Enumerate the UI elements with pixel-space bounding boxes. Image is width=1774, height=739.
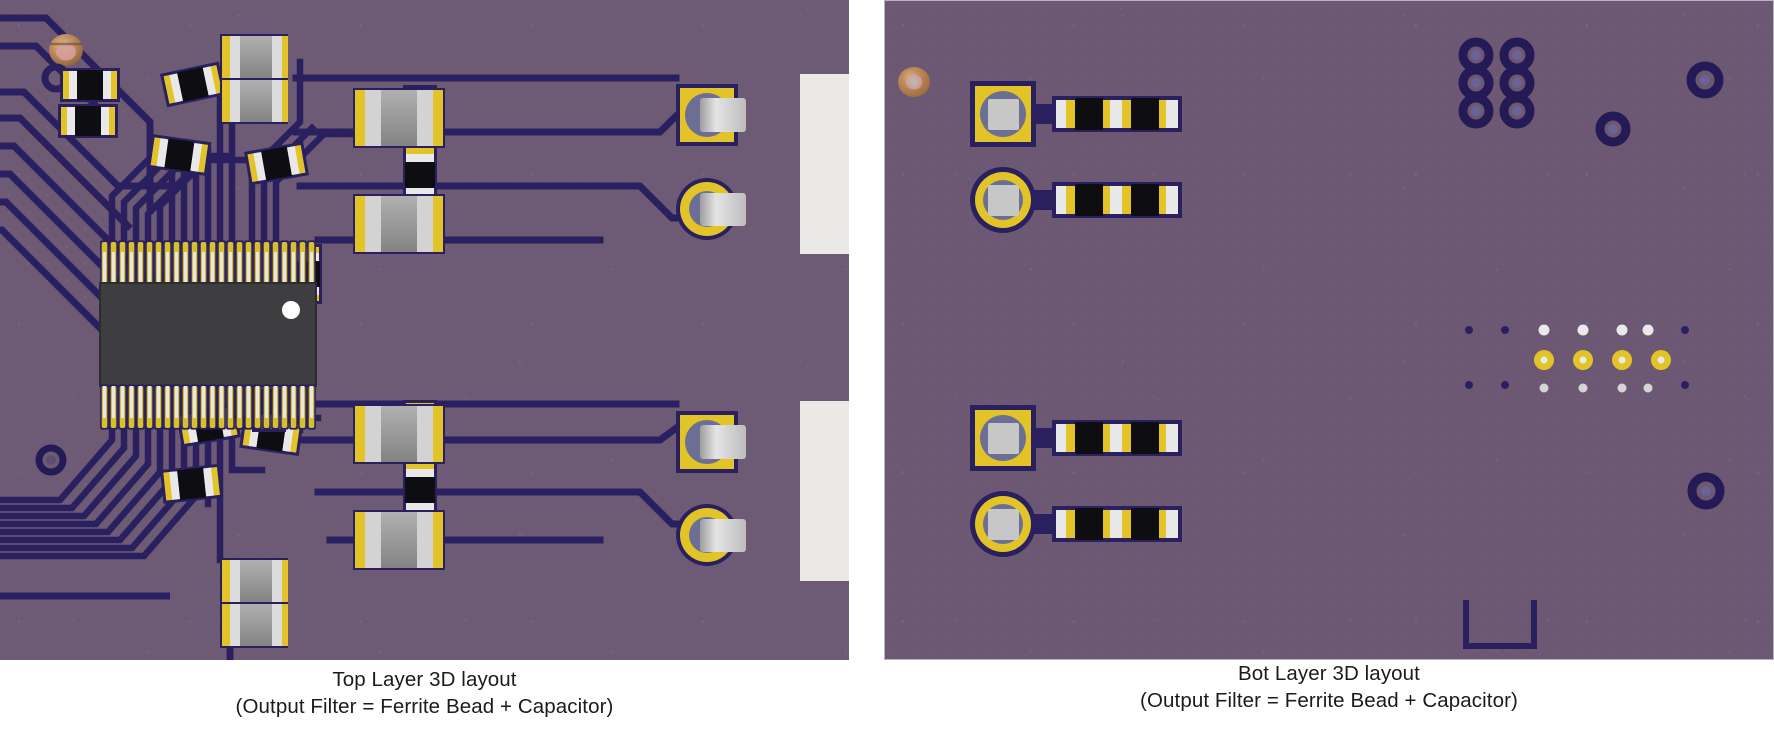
filter-group-4[interactable] <box>970 491 1182 557</box>
trace-misc <box>0 592 234 660</box>
test-point-gold-row <box>1534 350 1671 370</box>
connector-pad-4-round[interactable] <box>676 504 746 566</box>
caption-bot-line2: (Output Filter = Ferrite Bead + Capacito… <box>1140 689 1518 713</box>
caption-bot-layer: Bot Layer 3D layout (Output Filter = Fer… <box>884 660 1774 714</box>
connector-pad-3-square[interactable] <box>676 411 746 473</box>
filter-group-2[interactable] <box>970 167 1182 233</box>
panel-bot-layer <box>884 0 1774 660</box>
connector-housing-upper <box>800 74 849 254</box>
qfp-ic[interactable] <box>99 240 317 430</box>
filter-group-3[interactable] <box>970 405 1182 471</box>
component-ferrite-bead-group <box>220 34 445 648</box>
via-masked-standalone <box>1595 61 1725 510</box>
panel-top-layer <box>0 0 849 660</box>
board-artwork-bot <box>884 0 1774 660</box>
filter-group-1[interactable] <box>970 81 1182 147</box>
caption-top-layer: Top Layer 3D layout (Output Filter = Fer… <box>0 666 849 720</box>
connector-pad-1-square[interactable] <box>676 84 746 146</box>
via-masked-group <box>35 444 67 476</box>
ic-pin1-dot-marker <box>282 301 300 319</box>
via-copper-exposed <box>49 34 83 66</box>
keepout-outline <box>1463 600 1537 649</box>
caption-top-line1: Top Layer 3D layout <box>332 668 517 691</box>
test-point-silver-row <box>1538 324 1654 336</box>
via-grid-masked <box>1458 37 1535 129</box>
ic-pins-bottom <box>100 384 316 430</box>
ic-body <box>100 283 316 386</box>
ic-pins-top <box>100 240 316 286</box>
caption-bot-line1: Bot Layer 3D layout <box>1238 662 1420 685</box>
test-point-array <box>1465 324 1689 393</box>
board-artwork-top <box>0 0 849 660</box>
connector-housing-lower <box>800 401 849 581</box>
connector-pad-2-round[interactable] <box>676 178 746 240</box>
caption-top-line2: (Output Filter = Ferrite Bead + Capacito… <box>235 695 614 719</box>
via-copper-exposed-bot <box>898 67 930 97</box>
